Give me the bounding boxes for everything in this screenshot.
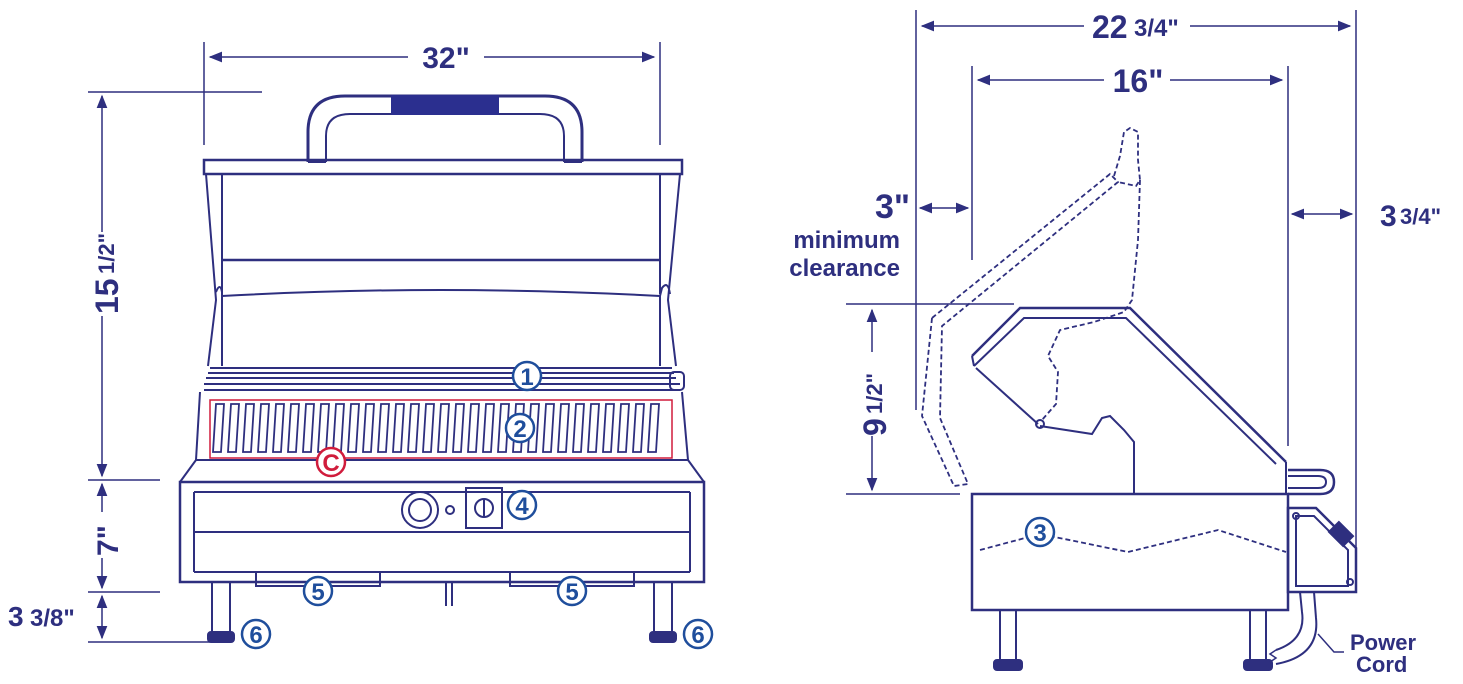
lid-height-label-frac: 1/2" <box>862 373 887 414</box>
callout-side-shelf-right: 5 <box>556 575 588 607</box>
left-clearance-label: 3" <box>875 188 910 226</box>
left-clearance-text-2: clearance <box>789 255 900 282</box>
power-cord-label-1: Power <box>1350 630 1416 655</box>
svg-text:C: C <box>322 450 339 477</box>
handle-grip <box>391 95 499 115</box>
right-clearance-label: 3 <box>1380 200 1397 233</box>
cooking-grid-bars <box>212 403 660 453</box>
right-clearance-label-frac: 3/4" <box>1400 204 1441 229</box>
lid-height-label: 9 <box>857 418 893 436</box>
callout-control-knob: 4 <box>506 489 538 521</box>
overall-depth-label-frac: 3/4" <box>1134 15 1179 42</box>
callout-side-shelf-left: 5 <box>302 575 334 607</box>
heating-element-outline <box>209 399 673 459</box>
callout-warming-rack: 1 <box>511 360 543 392</box>
body-height-label: 7" <box>92 525 125 556</box>
front-width-label: 32" <box>422 42 470 75</box>
svg-text:4: 4 <box>515 493 529 520</box>
svg-text:5: 5 <box>311 579 324 606</box>
front-height-label-frac: 1/2" <box>94 233 119 274</box>
svg-text:6: 6 <box>691 622 704 649</box>
svg-text:3: 3 <box>1033 520 1046 547</box>
callout-foot-left: 6 <box>240 618 272 650</box>
callout-grease-tray: 3 <box>1024 516 1056 548</box>
callout-cooking-grid: 2 <box>504 412 536 444</box>
front-height-label: 15 <box>89 278 125 314</box>
leg-height-label: 3 <box>8 601 24 632</box>
svg-text:2: 2 <box>513 416 526 443</box>
svg-text:5: 5 <box>565 579 578 606</box>
side-view <box>846 10 1358 671</box>
power-cord-label-2: Cord <box>1356 652 1407 677</box>
svg-text:6: 6 <box>249 622 262 649</box>
front-view <box>88 42 706 643</box>
left-clearance-text-1: minimum <box>793 227 900 254</box>
body-depth-label: 16" <box>1113 63 1164 99</box>
leg-height-label-frac: 3/8" <box>30 605 75 632</box>
callout-foot-right: 6 <box>682 618 714 650</box>
overall-depth-label: 22 <box>1092 9 1128 45</box>
svg-text:1: 1 <box>520 364 533 391</box>
callout-heating-element: C <box>315 446 347 478</box>
